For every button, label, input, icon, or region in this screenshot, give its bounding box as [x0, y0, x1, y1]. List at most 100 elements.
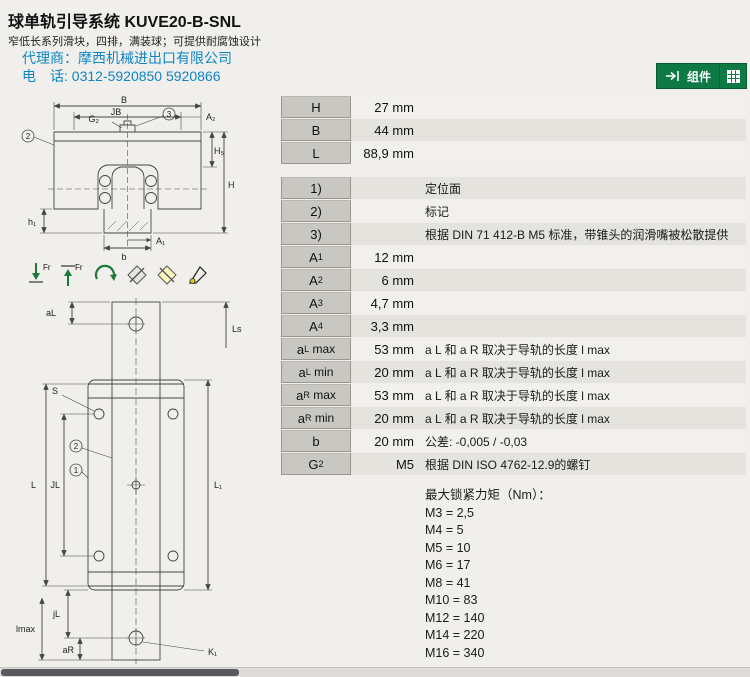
row-value: 88,9 mm	[363, 145, 414, 161]
torque-line: M4 = 5	[425, 523, 464, 537]
row-body: 53 mm a L 和 a R 取决于导轨的长度 l max	[351, 338, 746, 360]
torque-line: M12 = 140	[425, 610, 485, 625]
scrollbar-thumb[interactable]	[1, 669, 239, 676]
callout-1: 1	[74, 466, 79, 475]
row-body: 53 mm a L 和 a R 取决于导轨的长度 l max	[351, 384, 746, 406]
dim-label-h: H	[228, 180, 235, 190]
dim-label-l1: L₁	[214, 480, 222, 490]
lubrication-pen-icon	[188, 265, 207, 284]
row-body: 定位面	[351, 177, 746, 199]
callout-2-circle	[21, 129, 35, 143]
cross-section-geometry	[33, 102, 228, 251]
table-row: H 27 mm	[281, 96, 746, 118]
row-body: 12 mm	[351, 246, 746, 268]
row-note: 标记	[425, 204, 450, 219]
row-label: b	[281, 430, 351, 452]
row-note: a L 和 a R 取决于导轨的长度 l max	[425, 365, 610, 380]
row-body: M5 根据 DIN ISO 4762-12.9的螺钉	[351, 453, 746, 475]
row-note	[423, 246, 746, 268]
dim-label-k1: K₁	[208, 647, 217, 657]
callout-2-circle	[69, 439, 83, 453]
dim-label-h5: H₅	[214, 146, 224, 156]
row-value: 12 mm	[374, 249, 414, 265]
dim-label-g2: G₂	[89, 114, 100, 124]
row-label: 3)	[281, 223, 351, 245]
table-row: 1) 定位面	[281, 177, 746, 199]
page-subtitle: 窄低长系列滑块，四排，满装球；可提供耐腐蚀设计	[8, 36, 261, 48]
row-body: 20 mm a L 和 a R 取决于导轨的长度 l max	[351, 361, 746, 383]
callout-3-circle	[162, 107, 176, 121]
grid-icon	[719, 64, 746, 88]
dim-label-b-width: B	[121, 96, 127, 105]
row-value: 4,7 mm	[370, 295, 414, 311]
row-body: 根据 DIN 71 412-B M5 标准，带锥头的润滑嘴被松散提供	[351, 223, 746, 245]
row-note: 公差: -0,005 / -0,03	[425, 434, 528, 449]
dim-label-jb: JB	[111, 107, 122, 117]
row-body: 88,9 mm	[351, 142, 746, 164]
row-value: 44 mm	[374, 122, 414, 138]
row-body: 44 mm	[351, 119, 746, 141]
row-body: 27 mm	[351, 96, 746, 118]
row-value	[351, 223, 423, 245]
components-button[interactable]: 组件	[655, 63, 747, 89]
table-row: b 20 mm 公差: -0,005 / -0,03	[281, 430, 746, 452]
row-note	[423, 96, 746, 118]
row-note: 根据 DIN 71 412-B M5 标准，带锥头的润滑嘴被松散提供	[425, 227, 729, 242]
horizontal-scrollbar[interactable]	[0, 667, 750, 677]
svg-text:Fr: Fr	[43, 263, 51, 272]
dim-label-l: L	[31, 480, 36, 490]
row-label: 1)	[281, 177, 351, 199]
row-note	[423, 142, 746, 164]
dim-label-ls: Ls	[232, 324, 242, 334]
torque-line: 最大锁紧力矩（Nm）：	[425, 488, 551, 502]
row-value: 20 mm	[374, 364, 414, 380]
dim-label-b-rail: b	[121, 252, 126, 262]
dim-label-a2: A₂	[206, 112, 216, 122]
row-value: 53 mm	[374, 387, 414, 403]
row-note	[423, 292, 746, 314]
torque-line: M16 = 340	[425, 645, 485, 660]
table-row: B 44 mm	[281, 119, 746, 141]
row-value: 3,3 mm	[370, 318, 414, 334]
row-note: a L 和 a R 取决于导轨的长度 l max	[425, 388, 610, 403]
callout-3: 3	[167, 110, 172, 119]
arrow-import-icon	[665, 71, 679, 81]
page-title: 球单轨引导系统 KUVE20-B-SNL	[8, 14, 241, 31]
components-button-main[interactable]: 组件	[657, 64, 719, 88]
row-note: a L 和 a R 取决于导轨的长度 l max	[425, 411, 610, 426]
dim-label-a1: A₁	[156, 236, 165, 246]
torque-line: M8 = 41	[425, 575, 471, 590]
table-row: L 88,9 mm	[281, 142, 746, 164]
torque-line: M5 = 10	[425, 540, 471, 555]
dim-label-al: aL	[46, 308, 56, 318]
dim-label-jl-lower: jL	[52, 609, 60, 619]
load-down-icon: Fr	[29, 263, 51, 283]
row-value: 20 mm	[374, 433, 414, 449]
agent-name: 代理商：摩西机械进出口有限公司	[22, 50, 232, 66]
svg-text:Fr: Fr	[75, 263, 83, 272]
dim-label-lmax: lmax	[16, 624, 36, 634]
row-body: 6 mm	[351, 269, 746, 291]
torque-line: M10 = 83	[425, 593, 478, 607]
row-note: 根据 DIN ISO 4762-12.9的螺钉	[425, 457, 591, 472]
mounting-orientation-icon	[127, 264, 147, 285]
components-button-label: 组件	[686, 69, 711, 84]
plan-view-geometry	[38, 298, 230, 664]
row-label: 2)	[281, 200, 351, 222]
load-direction-icons: Fr Fr	[28, 261, 210, 288]
row-body: 3,3 mm	[351, 315, 746, 337]
dim-label-s: S	[52, 386, 58, 396]
